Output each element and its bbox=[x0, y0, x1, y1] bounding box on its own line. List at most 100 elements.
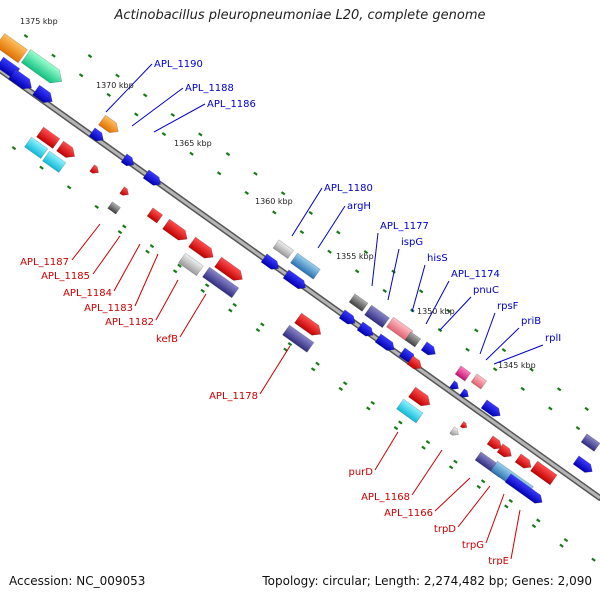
tick-mark bbox=[145, 249, 150, 254]
tick-mark bbox=[382, 288, 388, 293]
gene-block bbox=[42, 150, 67, 173]
gene-block bbox=[142, 169, 162, 186]
tick-mark bbox=[556, 387, 562, 392]
tick-mark bbox=[504, 504, 509, 509]
scale-label: 1375 kbp bbox=[20, 17, 58, 26]
tick-mark bbox=[204, 283, 210, 288]
gene-block bbox=[348, 293, 369, 312]
tick-mark bbox=[189, 151, 194, 156]
tick-mark bbox=[122, 224, 127, 229]
gene-block bbox=[290, 252, 321, 280]
tick-mark bbox=[480, 479, 486, 484]
tick-mark bbox=[287, 342, 293, 347]
tick-mark bbox=[342, 381, 348, 386]
scale-label: 1350 kbp bbox=[417, 307, 455, 316]
leader-line bbox=[411, 449, 443, 496]
scale-label: 1360 kbp bbox=[255, 197, 293, 206]
gene-block bbox=[404, 331, 422, 348]
tick-mark bbox=[437, 328, 443, 333]
leader-line bbox=[131, 87, 184, 127]
tick-mark bbox=[520, 386, 526, 391]
tick-mark bbox=[508, 498, 514, 503]
gene-block bbox=[107, 201, 121, 215]
leader-line bbox=[317, 205, 346, 249]
tick-mark bbox=[308, 210, 314, 215]
tick-mark bbox=[474, 328, 479, 333]
gene-block bbox=[406, 355, 422, 370]
leader-line bbox=[510, 509, 521, 560]
gene-block bbox=[214, 256, 243, 281]
tick-mark bbox=[476, 484, 482, 489]
tick-mark bbox=[87, 54, 93, 59]
tick-mark bbox=[198, 132, 203, 137]
gene-block bbox=[364, 304, 390, 329]
tick-mark bbox=[315, 361, 320, 366]
tick-mark bbox=[228, 308, 233, 313]
tick-mark bbox=[548, 406, 553, 411]
tick-mark bbox=[421, 445, 426, 450]
tick-mark bbox=[23, 34, 29, 39]
gene-label: ispG bbox=[401, 237, 423, 248]
gene-label: trpE bbox=[488, 556, 509, 565]
tick-mark bbox=[591, 557, 596, 562]
leader-line bbox=[153, 103, 206, 133]
gene-label: APL_1188 bbox=[185, 83, 234, 94]
leader-line bbox=[259, 345, 291, 395]
gene-label: APL_1185 bbox=[41, 271, 90, 282]
leader-line bbox=[434, 477, 471, 512]
leader-line bbox=[179, 293, 207, 338]
gene-label: hisS bbox=[427, 253, 448, 264]
tick-mark bbox=[338, 386, 344, 391]
leader-line bbox=[105, 63, 153, 113]
gene-block bbox=[530, 460, 558, 486]
gene-block bbox=[8, 68, 32, 90]
tick-mark bbox=[563, 538, 569, 543]
gene-block bbox=[420, 341, 436, 356]
tick-mark bbox=[177, 263, 182, 268]
scale-label: 1355 kbp bbox=[336, 252, 374, 261]
gene-block bbox=[504, 473, 543, 504]
gene-block bbox=[449, 426, 459, 436]
scale-label: 1365 kbp bbox=[174, 139, 212, 148]
tick-mark bbox=[272, 210, 277, 215]
gene-label: APL_1177 bbox=[380, 221, 429, 232]
gene-block bbox=[396, 398, 424, 424]
tick-mark bbox=[492, 367, 498, 372]
tick-mark bbox=[370, 400, 376, 405]
tick-mark bbox=[11, 146, 17, 151]
tick-mark bbox=[453, 459, 458, 464]
gene-block bbox=[32, 84, 53, 103]
leader-line bbox=[374, 431, 399, 471]
gene-block bbox=[356, 321, 374, 337]
tick-mark bbox=[39, 165, 44, 170]
leader-line bbox=[411, 264, 426, 313]
tick-mark bbox=[393, 426, 399, 431]
leader-line bbox=[457, 485, 491, 528]
gene-block bbox=[89, 164, 99, 174]
leader-line bbox=[155, 279, 179, 321]
gene-block bbox=[119, 186, 129, 196]
tick-mark bbox=[253, 171, 258, 176]
gene-block bbox=[24, 136, 49, 159]
gene-block bbox=[202, 266, 240, 299]
gene-label: kefB bbox=[156, 334, 178, 345]
tick-mark bbox=[501, 348, 507, 353]
gene-block bbox=[260, 253, 280, 270]
gene-block bbox=[162, 218, 188, 241]
gene-label: purD bbox=[349, 467, 374, 478]
tick-mark bbox=[425, 440, 431, 445]
gene-label: APL_1168 bbox=[361, 492, 410, 503]
gene-block bbox=[459, 421, 468, 429]
tick-mark bbox=[225, 152, 231, 157]
tick-mark bbox=[465, 347, 470, 352]
tick-mark bbox=[255, 328, 261, 333]
gene-block bbox=[572, 455, 593, 473]
gene-label: rpsF bbox=[497, 301, 519, 312]
tick-mark bbox=[170, 112, 176, 117]
gene-block bbox=[294, 312, 322, 336]
leader-line bbox=[425, 280, 450, 325]
gene-label: APL_1174 bbox=[451, 269, 500, 280]
gene-label: APL_1166 bbox=[384, 508, 433, 519]
tick-mark bbox=[299, 230, 305, 235]
tick-mark bbox=[575, 426, 581, 431]
